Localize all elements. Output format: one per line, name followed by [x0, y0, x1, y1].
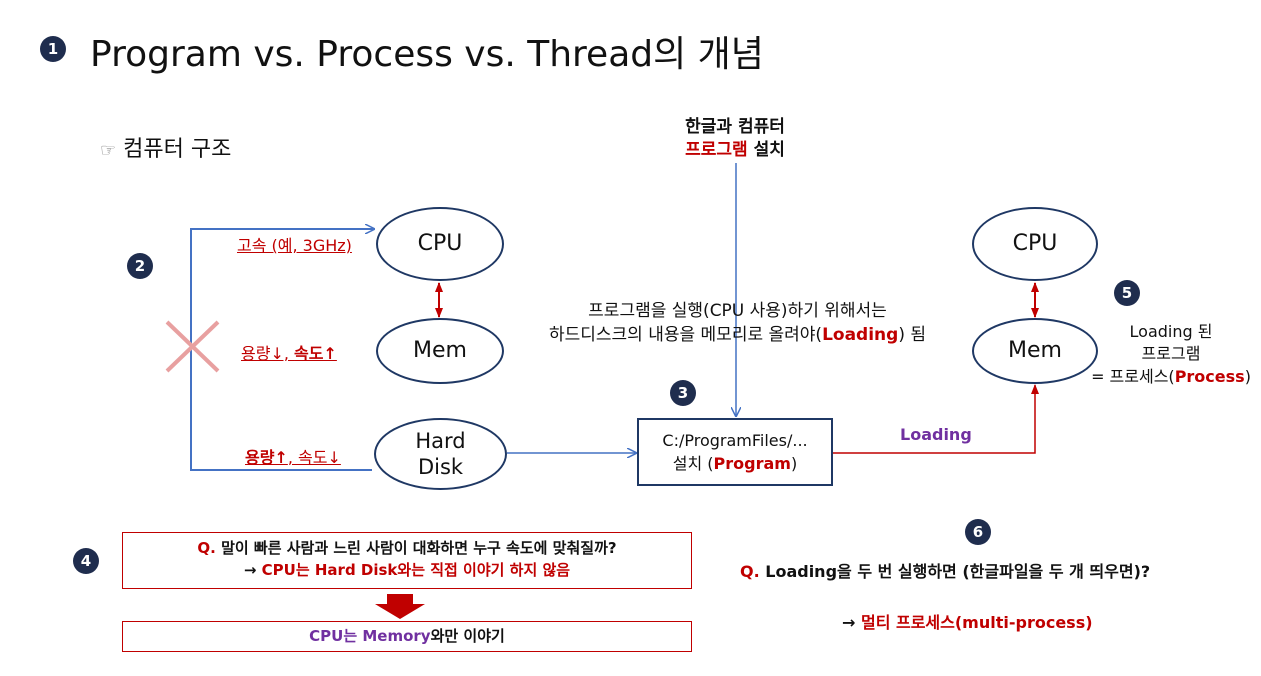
program-path: C:/ProgramFiles/...: [662, 431, 808, 450]
mem-capacity-label: 용량↓, 속도↑: [241, 340, 337, 364]
process-word: Process: [1174, 366, 1245, 386]
pointing-hand-icon: ☞: [100, 140, 117, 161]
q4-arrow: →: [243, 560, 262, 579]
program-box: C:/ProgramFiles/... 설치 (Program): [637, 418, 833, 486]
badge-5: 5: [1114, 280, 1140, 306]
q4-q-mark: Q.: [197, 539, 216, 557]
install-rest: 설치: [747, 139, 785, 160]
cpu-node-left: CPU: [376, 207, 504, 281]
install-line1: 한글과 컴퓨터: [685, 117, 785, 137]
badge-2: 2: [127, 253, 153, 279]
subtitle: ☞ 컴퓨터 구조: [100, 131, 231, 163]
title-badge: 1: [40, 36, 66, 62]
subtitle-text: 컴퓨터 구조: [123, 137, 232, 162]
explain-loading-word: Loading: [822, 324, 899, 345]
badge-6: 6: [965, 519, 991, 545]
down-arrow: [375, 594, 425, 619]
loading-arrow: [833, 384, 1039, 454]
note-line1: Loading 된: [1129, 322, 1213, 341]
cpu-node-right: CPU: [972, 207, 1098, 281]
badge-3: 3: [670, 380, 696, 406]
q6-q-mark: Q.: [740, 562, 760, 581]
answer-cpu: CPU는: [309, 627, 363, 645]
q4-answer: CPU는 Hard Disk와는 직접 이야기 하지 않음: [261, 560, 571, 579]
q4-question: 말이 빠른 사람과 느린 사람이 대화하면 누구 속도에 맞춰질까?: [215, 539, 617, 557]
disk-label-2: Disk: [417, 455, 464, 479]
loading-explanation: 프로그램을 실행(CPU 사용)하기 위해서는 하드디스크의 내용을 메모리로 …: [510, 300, 965, 348]
q6-arrow: →: [842, 613, 861, 632]
mem-label-a: 용량↓,: [241, 344, 295, 363]
process-note: Loading 된 프로그램 = 프로세스(Process): [1085, 321, 1257, 388]
mem-label-b: 속도↑: [294, 344, 337, 363]
mem-node-right: Mem: [972, 318, 1098, 384]
note-line3-a: = 프로세스(: [1091, 366, 1175, 386]
page-title: Program vs. Process vs. Thread의 개념: [90, 34, 764, 75]
disk-capacity-label: 용량↑, 속도↓: [245, 444, 341, 468]
answer-rest: 와만 이야기: [430, 627, 505, 645]
question-4-box: Q. 말이 빠른 사람과 느린 사람이 대화하면 누구 속도에 맞춰질까? → …: [122, 532, 692, 589]
question-6: Q. Loading을 두 번 실행하면 (한글파일을 두 개 띄우면)?: [740, 558, 1150, 582]
disk-label-1: Hard: [415, 428, 466, 453]
answer-memory: Memory: [362, 627, 431, 645]
loading-label: Loading: [900, 425, 972, 444]
badge-4: 4: [73, 548, 99, 574]
install-program-word: 프로그램: [685, 139, 748, 160]
explain-line2-c: ) 됨: [898, 324, 927, 345]
disk-label-b: , 속도↓: [287, 448, 341, 467]
cpu-speed-label: 고속 (예, 3GHz): [237, 236, 352, 255]
q6-answer: 멀티 프로세스(multi-process): [860, 613, 1093, 632]
program-line2-a: 설치 (: [672, 454, 714, 474]
explain-line1: 프로그램을 실행(CPU 사용)하기 위해서는: [588, 301, 887, 321]
note-line3-c: ): [1244, 366, 1251, 386]
disk-label-a: 용량↑: [245, 448, 288, 467]
note-line2: 프로그램: [1141, 344, 1201, 364]
program-word: Program: [713, 454, 791, 474]
explain-line2-a: 하드디스크의 내용을 메모리로 올려야(: [548, 324, 823, 345]
answer-4-box: CPU는 Memory와만 이야기: [122, 621, 692, 652]
program-line2-c: ): [790, 454, 798, 474]
mem-node-left: Mem: [376, 318, 504, 384]
answer-6: → 멀티 프로세스(multi-process): [842, 609, 1093, 633]
q6-question: Loading을 두 번 실행하면 (한글파일을 두 개 띄우면)?: [759, 562, 1151, 581]
install-note: 한글과 컴퓨터 프로그램 설치: [660, 116, 810, 162]
